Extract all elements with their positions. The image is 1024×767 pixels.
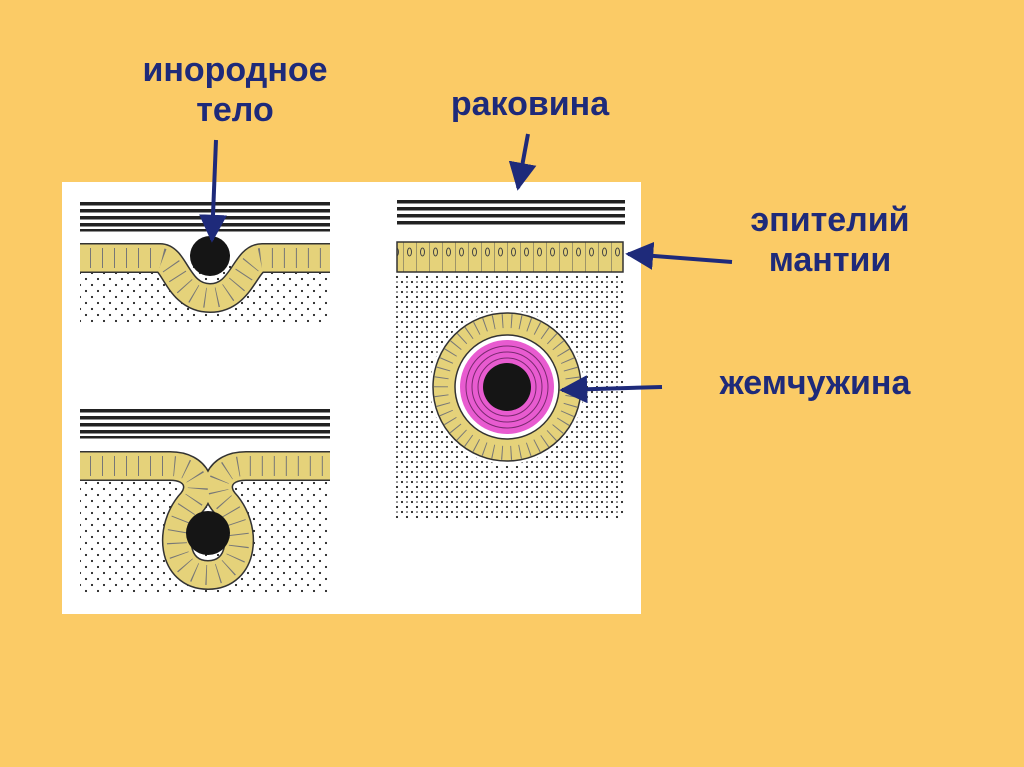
shell-layers: [80, 409, 330, 439]
arrow-foreign-body: [199, 139, 227, 243]
arrow-shell: [508, 133, 537, 191]
foreign-body-label-line-1: инородное: [142, 51, 328, 89]
stage-1-illustration: [80, 201, 330, 324]
pearl: [460, 340, 554, 434]
mantle-epithelium-label-line-1: эпителий: [750, 201, 910, 239]
mantle-epithelium-label: эпителий мантии: [720, 200, 940, 280]
pearl-label: жемчужина: [719, 364, 911, 402]
foreign-body: [186, 511, 230, 555]
stage-3-illustration: [395, 200, 625, 520]
arrow-pearl: [559, 375, 663, 404]
pearl-nucleus: [483, 363, 531, 411]
shell-label: раковина: [450, 85, 610, 123]
foreign-body-label: инородное тело: [100, 50, 370, 130]
shell-layers: [80, 201, 330, 232]
stage-2-illustration: [80, 409, 330, 595]
mantle-epithelium-label-line-2: мантии: [768, 241, 892, 279]
arrow-epithelium: [625, 241, 733, 270]
foreign-body-label-line-2: тело: [196, 91, 274, 129]
foreign-body: [190, 236, 230, 276]
mantle-epithelium: [396, 241, 624, 273]
shell-layers: [397, 200, 625, 225]
